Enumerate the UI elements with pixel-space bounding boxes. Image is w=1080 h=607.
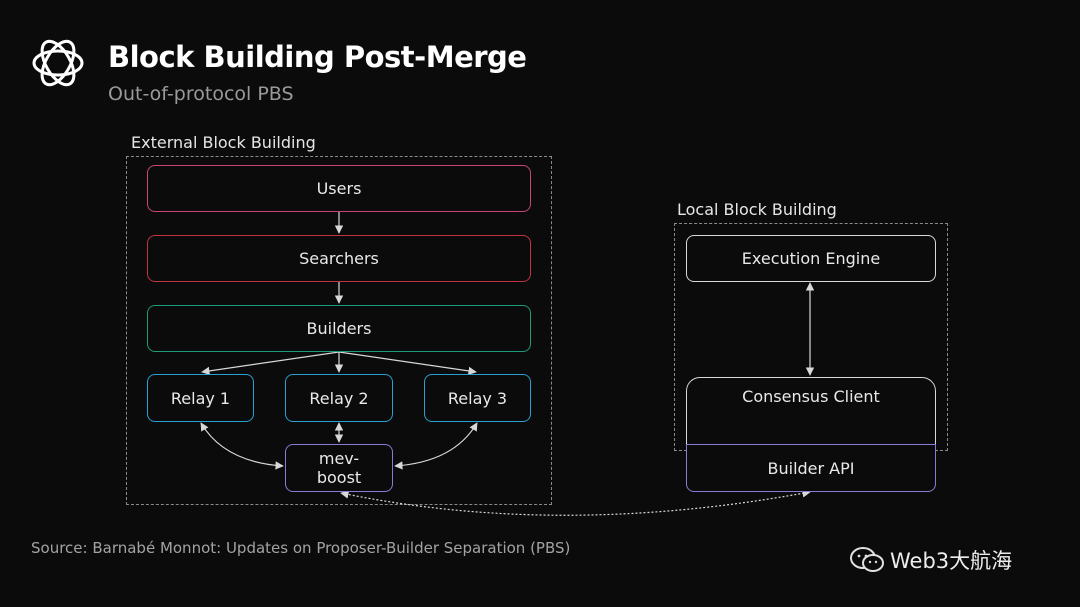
execution-engine-node: Execution Engine bbox=[686, 235, 936, 282]
consensus-client-node: Consensus Client bbox=[686, 377, 936, 445]
relay-1-node: Relay 1 bbox=[147, 374, 254, 422]
users-node: Users bbox=[147, 165, 531, 212]
relay-2-node: Relay 2 bbox=[285, 374, 393, 422]
page-subtitle: Out-of-protocol PBS bbox=[108, 83, 294, 105]
watermark-text: Web3大航海 bbox=[890, 549, 1013, 573]
source-citation: Source: Barnabé Monnot: Updates on Propo… bbox=[31, 539, 571, 557]
searchers-node: Searchers bbox=[147, 235, 531, 282]
mev-builderapi-arrow bbox=[340, 489, 811, 516]
page-title: Block Building Post-Merge bbox=[108, 40, 527, 74]
flower-logo-icon bbox=[32, 39, 84, 87]
external-group-label: External Block Building bbox=[131, 133, 316, 152]
builders-to-relay1-arrow bbox=[201, 351, 340, 376]
relay3-mev-arrow bbox=[394, 422, 478, 470]
builders-node: Builders bbox=[147, 305, 531, 352]
relay1-mev-arrow bbox=[200, 422, 284, 470]
local-group-label: Local Block Building bbox=[677, 200, 837, 219]
mev-boost-node: mev- boost bbox=[285, 444, 393, 492]
wechat-icon bbox=[850, 547, 884, 572]
watermark: Web3大航海 bbox=[850, 545, 1012, 575]
builder-api-node: Builder API bbox=[686, 444, 936, 492]
external-group-box bbox=[126, 156, 552, 505]
builders-to-relay3-arrow bbox=[338, 351, 477, 376]
relay-3-node: Relay 3 bbox=[424, 374, 531, 422]
